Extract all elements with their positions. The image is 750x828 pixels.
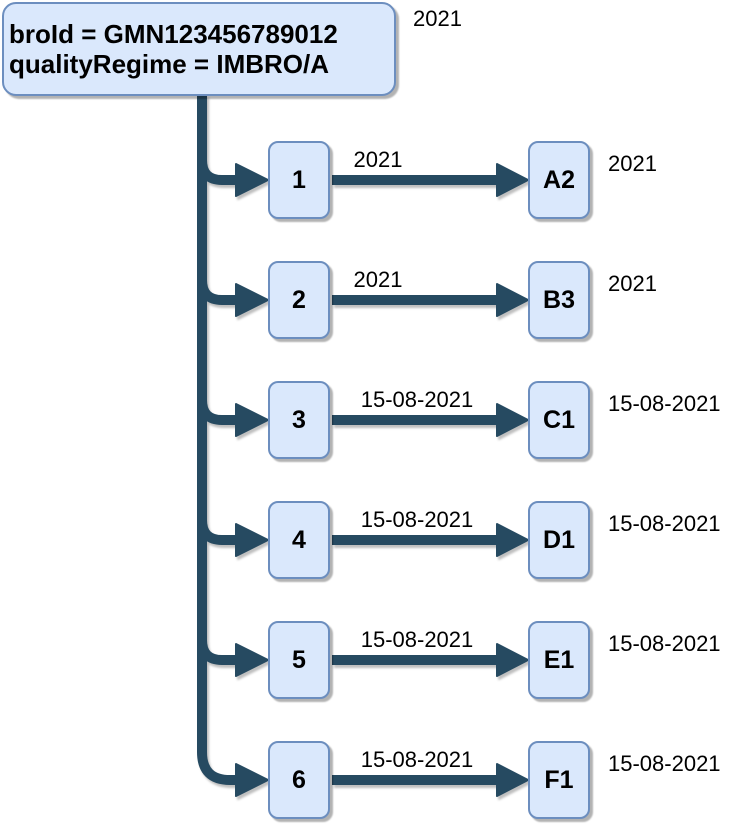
source-node: 5 (268, 621, 330, 699)
root-node-line1: broId = GMN123456789012 (9, 19, 338, 49)
edge-date-label: 15-08-2021 (360, 747, 474, 772)
target-node: C1 (528, 381, 590, 459)
target-node: F1 (528, 741, 590, 819)
branch-connector (197, 380, 269, 437)
edge-connector (332, 643, 529, 677)
target-annotation: 15-08-2021 (608, 631, 721, 656)
target-annotation: 2021 (608, 271, 657, 296)
target-node: E1 (528, 621, 590, 699)
edge-connector (332, 283, 529, 317)
source-node: 6 (268, 741, 330, 819)
branch-connector (197, 620, 269, 677)
edge-date-label: 2021 (353, 267, 403, 292)
source-node: 3 (268, 381, 330, 459)
edge-connector (332, 523, 529, 557)
branch-connector (197, 260, 269, 317)
target-annotation: 2021 (608, 151, 657, 176)
arrowhead-icon (496, 403, 529, 437)
arrowhead-icon (235, 643, 269, 677)
arrowhead-icon (235, 403, 269, 437)
edge-date-label: 15-08-2021 (360, 627, 474, 652)
edge-date-label: 2021 (353, 147, 403, 172)
edge-connector (332, 163, 529, 197)
target-annotation: 15-08-2021 (608, 511, 721, 536)
arrowhead-icon (496, 163, 529, 197)
branch-connector (197, 500, 269, 557)
arrowhead-icon (235, 523, 269, 557)
arrowhead-icon (235, 163, 269, 197)
source-node: 4 (268, 501, 330, 579)
source-node: 1 (268, 141, 330, 219)
root-annotation: 2021 (413, 6, 462, 31)
target-annotation: 15-08-2021 (608, 391, 721, 416)
branch-connector (197, 140, 269, 197)
edge-connector (332, 403, 529, 437)
edge-date-label: 15-08-2021 (360, 507, 474, 532)
source-node: 2 (268, 261, 330, 339)
target-node: D1 (528, 501, 590, 579)
arrowhead-icon (496, 643, 529, 677)
root-node: broId = GMN123456789012 qualityRegime = … (2, 2, 396, 96)
root-node-line2: qualityRegime = IMBRO/A (9, 49, 329, 79)
arrowhead-icon (496, 283, 529, 317)
arrowhead-icon (235, 283, 269, 317)
arrowhead-icon (235, 763, 269, 797)
arrowhead-icon (496, 523, 529, 557)
arrowhead-icon (496, 763, 529, 797)
target-node: A2 (528, 141, 590, 219)
target-node: B3 (528, 261, 590, 339)
trunk-connector (197, 95, 269, 797)
target-annotation: 15-08-2021 (608, 751, 721, 776)
edge-connector (332, 763, 529, 797)
edge-date-label: 15-08-2021 (360, 387, 474, 412)
